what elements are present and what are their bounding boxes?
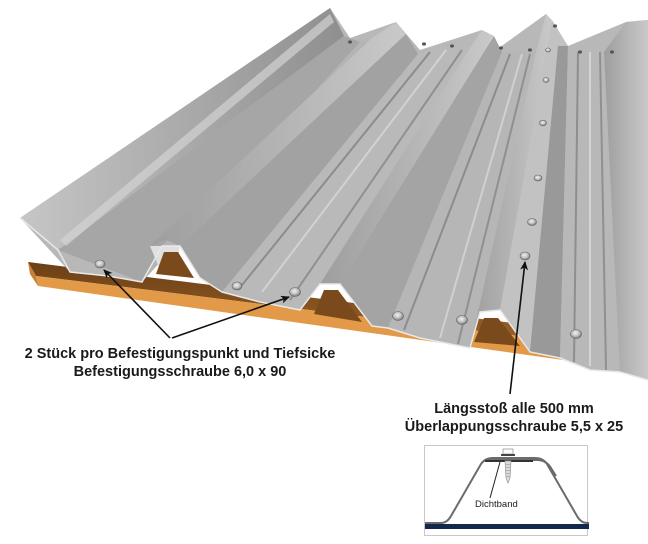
screw-icon bbox=[539, 119, 547, 127]
screw-icon bbox=[553, 24, 557, 28]
callout-overlap-screw: Längsstoß alle 500 mm Überlappungsschrau… bbox=[380, 400, 648, 436]
overlap-screw-icon bbox=[501, 448, 515, 484]
screw-icon bbox=[231, 281, 243, 291]
screw-icon bbox=[392, 311, 404, 321]
screw-icon bbox=[348, 40, 352, 44]
screw-icon bbox=[519, 251, 531, 261]
screw-icon bbox=[545, 47, 551, 53]
screw-icon bbox=[542, 77, 550, 83]
screw-icon bbox=[94, 259, 106, 269]
callout-fastening-line2: Befestigungsschraube 6,0 x 90 bbox=[73, 364, 287, 380]
screw-icon bbox=[570, 329, 582, 339]
screw-icon bbox=[450, 44, 454, 48]
screws bbox=[94, 24, 614, 339]
screw-icon bbox=[610, 50, 614, 54]
arrow-to-overlap-screw bbox=[509, 261, 529, 395]
arrow-to-valley-screw-2 bbox=[171, 295, 290, 339]
cross-section-inset: Dichtband bbox=[424, 445, 589, 536]
upper-sheet-profile bbox=[485, 459, 557, 477]
screw-icon bbox=[422, 42, 426, 46]
screw-icon bbox=[499, 46, 503, 50]
lower-sheet-profile bbox=[425, 457, 589, 524]
screw-icon bbox=[578, 50, 582, 54]
arrow-to-valley-screw-1 bbox=[103, 269, 171, 339]
dichtband-leader bbox=[489, 461, 501, 499]
callout-overlap-line1: Längsstoß alle 500 mm bbox=[434, 401, 594, 417]
screw-icon bbox=[533, 174, 543, 182]
callout-fastening-line1: 2 Stück pro Befestigungspunkt und Tiefsi… bbox=[24, 346, 336, 362]
screw-icon bbox=[527, 218, 537, 226]
overlap-section-drawing bbox=[425, 448, 589, 529]
beam-gaps bbox=[156, 252, 520, 346]
base-profile-line bbox=[425, 524, 589, 529]
trapezoidal-sheet bbox=[19, 8, 648, 381]
screw-icon bbox=[528, 48, 532, 52]
callout-arrows bbox=[103, 261, 529, 395]
callout-fastening-screw: 2 Stück pro Befestigungspunkt und Tiefsi… bbox=[0, 345, 360, 381]
screw-icon bbox=[289, 287, 301, 297]
dichtband-label: Dichtband bbox=[475, 499, 518, 510]
screw-icon bbox=[456, 315, 468, 325]
callout-overlap-line2: Überlappungsschraube 5,5 x 25 bbox=[404, 419, 624, 435]
